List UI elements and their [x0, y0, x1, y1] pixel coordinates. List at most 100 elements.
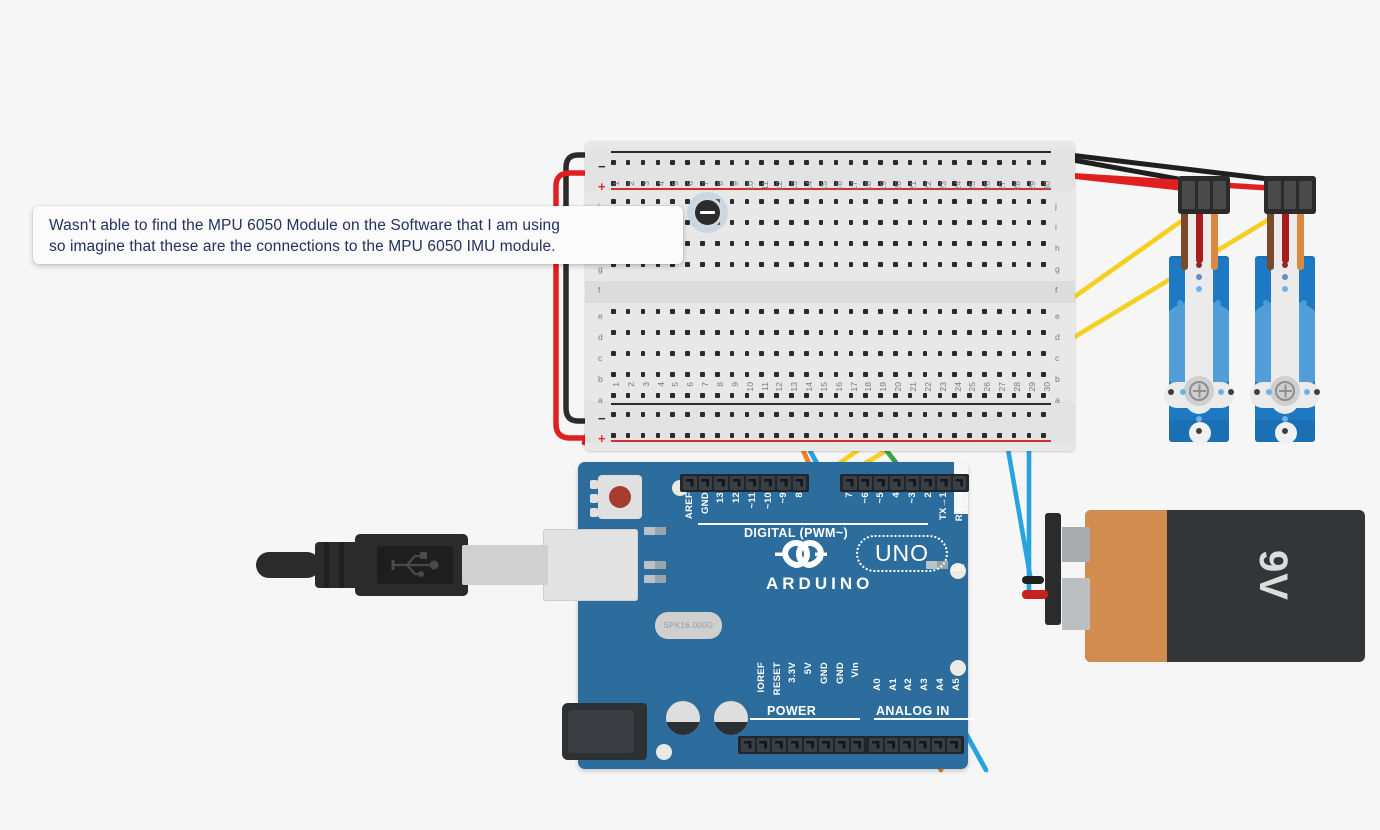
- breadboard-hole[interactable]: [996, 241, 1002, 246]
- breadboard-hole[interactable]: [774, 433, 779, 438]
- header-pin[interactable]: [858, 476, 873, 490]
- breadboard-hole[interactable]: [937, 351, 943, 356]
- breadboard-hole[interactable]: [729, 309, 735, 314]
- breadboard-hole[interactable]: [893, 309, 898, 314]
- breadboard-hole[interactable]: [789, 309, 794, 314]
- breadboard-hole[interactable]: [655, 351, 661, 356]
- breadboard-hole[interactable]: [922, 433, 928, 438]
- breadboard-hole[interactable]: [952, 220, 957, 225]
- breadboard-hole[interactable]: [640, 309, 646, 314]
- header-pin[interactable]: [756, 738, 771, 752]
- breadboard-hole[interactable]: [818, 412, 824, 417]
- breadboard-hole[interactable]: [996, 433, 1002, 438]
- breadboard-hole[interactable]: [789, 393, 794, 398]
- breadboard-hole[interactable]: [907, 330, 913, 335]
- breadboard-hole[interactable]: [744, 241, 750, 246]
- breadboard-hole[interactable]: [952, 199, 957, 204]
- breadboard-hole[interactable]: [759, 262, 765, 267]
- breadboard-hole[interactable]: [833, 220, 839, 225]
- header-pin[interactable]: [741, 738, 755, 752]
- breadboard-hole[interactable]: [640, 262, 646, 267]
- breadboard-hole[interactable]: [803, 181, 809, 186]
- breadboard-hole[interactable]: [1011, 241, 1017, 246]
- breadboard-hole[interactable]: [878, 393, 883, 398]
- breadboard-hole[interactable]: [996, 199, 1002, 204]
- breadboard-hole[interactable]: [907, 372, 913, 377]
- breadboard-hole[interactable]: [1041, 330, 1047, 335]
- breadboard-hole[interactable]: [640, 412, 646, 417]
- breadboard-hole[interactable]: [1041, 241, 1047, 246]
- breadboard-hole[interactable]: [907, 433, 913, 438]
- breadboard-hole[interactable]: [937, 160, 943, 165]
- breadboard-hole[interactable]: [729, 393, 735, 398]
- breadboard-hole[interactable]: [982, 220, 987, 225]
- breadboard-hole[interactable]: [952, 262, 957, 267]
- breadboard-hole[interactable]: [937, 262, 943, 267]
- breadboard-hole[interactable]: [1026, 433, 1032, 438]
- header-pin[interactable]: [905, 476, 920, 490]
- breadboard-hole[interactable]: [937, 372, 943, 377]
- breadboard-hole[interactable]: [967, 433, 972, 438]
- breadboard-hole[interactable]: [759, 433, 765, 438]
- minus-icon[interactable]: [692, 197, 723, 228]
- breadboard-hole[interactable]: [789, 412, 794, 417]
- breadboard-hole[interactable]: [878, 181, 883, 186]
- breadboard-hole[interactable]: [937, 181, 943, 186]
- breadboard-hole[interactable]: [907, 199, 913, 204]
- breadboard-hole[interactable]: [907, 181, 913, 186]
- breadboard-hole[interactable]: [907, 241, 913, 246]
- header-pin[interactable]: [843, 476, 857, 490]
- breadboard-hole[interactable]: [803, 199, 809, 204]
- breadboard-hole[interactable]: [640, 330, 646, 335]
- breadboard-hole[interactable]: [878, 372, 883, 377]
- breadboard-hole[interactable]: [655, 372, 661, 377]
- breadboard-hole[interactable]: [996, 372, 1002, 377]
- breadboard-hole[interactable]: [848, 393, 854, 398]
- breadboard-hole[interactable]: [700, 181, 705, 186]
- breadboard-hole[interactable]: [878, 199, 883, 204]
- breadboard-hole[interactable]: [878, 412, 883, 417]
- breadboard-hole[interactable]: [937, 199, 943, 204]
- breadboard-hole[interactable]: [714, 160, 720, 165]
- breadboard-hole[interactable]: [685, 309, 690, 314]
- digital-header-8-13[interactable]: [680, 474, 810, 492]
- breadboard-hole[interactable]: [996, 393, 1002, 398]
- breadboard-hole[interactable]: [818, 262, 824, 267]
- breadboard-hole[interactable]: [982, 181, 987, 186]
- breadboard-hole[interactable]: [670, 309, 675, 314]
- header-pin[interactable]: [947, 738, 961, 752]
- breadboard-hole[interactable]: [848, 309, 854, 314]
- breadboard-hole[interactable]: [848, 433, 854, 438]
- breadboard-hole[interactable]: [685, 220, 690, 225]
- breadboard-hole[interactable]: [625, 181, 631, 186]
- header-pin[interactable]: [916, 738, 930, 752]
- breadboard-hole[interactable]: [1011, 393, 1017, 398]
- breadboard-hole[interactable]: [833, 393, 839, 398]
- breadboard-hole[interactable]: [774, 241, 779, 246]
- breadboard-hole[interactable]: [1011, 412, 1017, 417]
- breadboard-hole[interactable]: [625, 351, 631, 356]
- servo-motor-2[interactable]: [1249, 196, 1321, 444]
- header-pin[interactable]: [931, 738, 946, 752]
- breadboard-hole[interactable]: [655, 199, 661, 204]
- breadboard-hole[interactable]: [863, 241, 868, 246]
- breadboard-hole[interactable]: [744, 181, 750, 186]
- breadboard-hole[interactable]: [878, 160, 883, 165]
- breadboard-hole[interactable]: [611, 181, 616, 186]
- breadboard-hole[interactable]: [789, 160, 794, 165]
- breadboard-hole[interactable]: [625, 309, 631, 314]
- breadboard-hole[interactable]: [774, 181, 779, 186]
- breadboard-hole[interactable]: [1026, 160, 1032, 165]
- header-pin[interactable]: [869, 738, 883, 752]
- breadboard-hole[interactable]: [952, 181, 957, 186]
- dc-barrel-jack[interactable]: [562, 703, 647, 760]
- breadboard-hole[interactable]: [714, 309, 720, 314]
- breadboard-hole[interactable]: [893, 330, 898, 335]
- breadboard-hole[interactable]: [729, 412, 735, 417]
- breadboard-hole[interactable]: [982, 241, 987, 246]
- breadboard-hole[interactable]: [744, 309, 750, 314]
- breadboard-hole[interactable]: [744, 372, 750, 377]
- breadboard-hole[interactable]: [714, 433, 720, 438]
- breadboard-hole[interactable]: [967, 262, 972, 267]
- breadboard-hole[interactable]: [922, 181, 928, 186]
